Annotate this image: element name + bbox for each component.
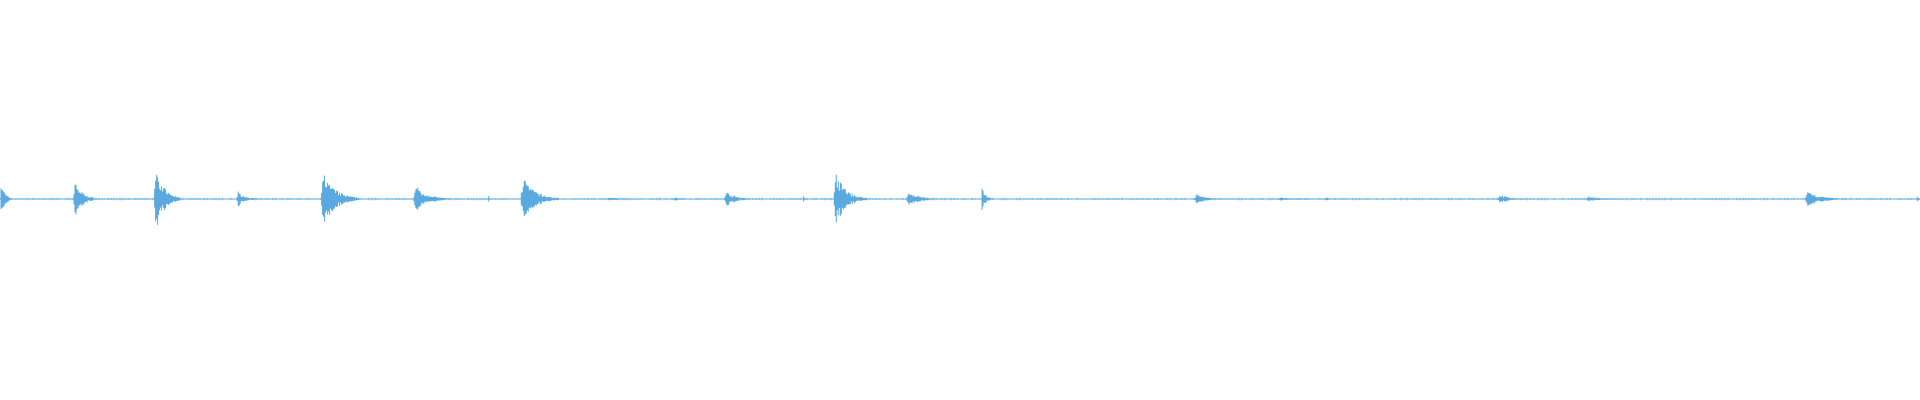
waveform-burst [153,174,182,225]
waveform-burst [0,188,13,210]
waveform-noise-floor [0,197,1918,201]
waveform-bursts [0,174,1920,225]
waveform-burst [235,191,262,207]
